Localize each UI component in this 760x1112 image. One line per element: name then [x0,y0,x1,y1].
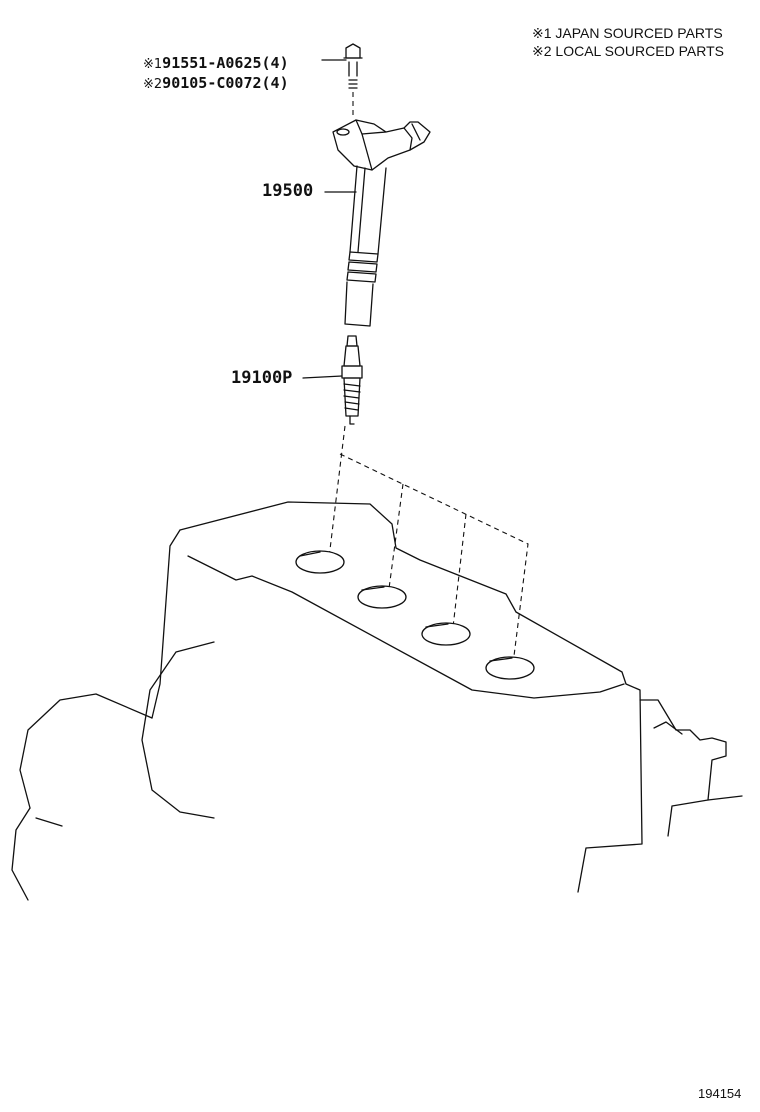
illustration-number: 194154 [698,1086,742,1101]
spark-plug-part-number[interactable]: 19100P [231,368,293,388]
bolt-japan-label: 91551-A0625(4) [162,54,289,72]
legend-local-sourced: ※2 LOCAL SOURCED PARTS [532,43,724,59]
spark-plug[interactable] [341,335,363,425]
japan-mark: ※1 [143,57,163,72]
installation-guides [327,425,529,673]
bolt-local-label: 90105-C0072(4) [162,74,289,92]
leader-lines [302,59,357,379]
ignition-coil-part-number[interactable]: 19500 [262,181,314,201]
plug-hole-2 [357,585,407,609]
bolt-local-part-number[interactable]: ※290105-C0072(4) [143,74,289,92]
bolt-japan-part-number[interactable]: ※191551-A0625(4) [143,54,289,72]
cylinder-head[interactable] [11,501,743,901]
plug-hole-3 [421,622,471,646]
plug-hole-4 [485,656,535,680]
ignition-coil[interactable] [332,119,431,327]
bolt[interactable] [343,43,363,118]
plug-hole-1 [295,550,345,574]
legend-japan-sourced: ※1 JAPAN SOURCED PARTS [532,25,723,41]
source-legend: ※1 JAPAN SOURCED PARTS ※2 LOCAL SOURCED … [532,24,724,60]
local-mark: ※2 [143,77,163,92]
